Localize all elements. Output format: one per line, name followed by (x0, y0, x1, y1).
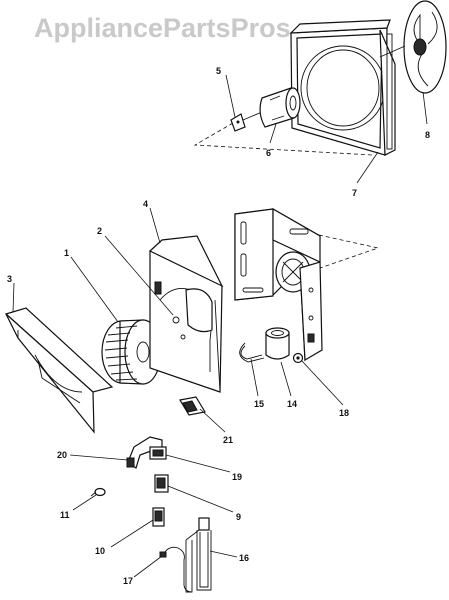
callout-9: 9 (236, 512, 241, 522)
callout-11: 11 (60, 510, 70, 520)
callout-6: 6 (266, 148, 271, 158)
callout-21: 21 (223, 435, 233, 445)
callout-7: 7 (352, 188, 357, 198)
callout-5: 5 (216, 66, 221, 76)
motor-bracket (234, 207, 323, 362)
part-1-blower-wheel (101, 319, 162, 385)
part-8-fan-blade (379, 0, 447, 94)
part-15-capacitor-strap (239, 342, 265, 363)
callout-19: 19 (232, 472, 242, 482)
callout-16: 16 (239, 553, 249, 563)
callout-10: 10 (95, 546, 105, 556)
part-4-scroll-housing (148, 235, 224, 393)
callout-15: 15 (254, 399, 264, 409)
callout-18: 18 (339, 408, 349, 418)
assembly-guide-lines (193, 122, 380, 269)
part-5-motor-mount (230, 113, 246, 132)
callout-labels: 5 6 7 8 4 2 1 3 15 14 18 21 20 19 9 11 1… (7, 66, 430, 586)
part-6-fan-motor (242, 87, 301, 128)
part-14-capacitor (265, 327, 290, 360)
callout-2: 2 (97, 226, 102, 236)
part-21-bracket (179, 396, 206, 416)
part-20-clip (126, 436, 163, 469)
leader-lines (12, 74, 428, 578)
callout-4: 4 (143, 199, 148, 209)
callout-20: 20 (57, 450, 67, 460)
callout-8: 8 (425, 130, 430, 140)
part-19-switch (149, 446, 167, 460)
part-9-relay (154, 474, 169, 493)
part-17-sensor-wire (159, 546, 193, 593)
part-3-front-panel (4, 307, 114, 434)
callout-14: 14 (287, 399, 297, 409)
callout-3: 3 (7, 274, 12, 284)
part-11-clip (90, 487, 106, 497)
part-7-shroud (289, 19, 396, 156)
callout-1: 1 (64, 248, 69, 258)
part-16-harness (185, 517, 212, 593)
part-18-screw (292, 352, 304, 364)
callout-17: 17 (123, 576, 133, 586)
part-10-thermostat (152, 507, 165, 527)
